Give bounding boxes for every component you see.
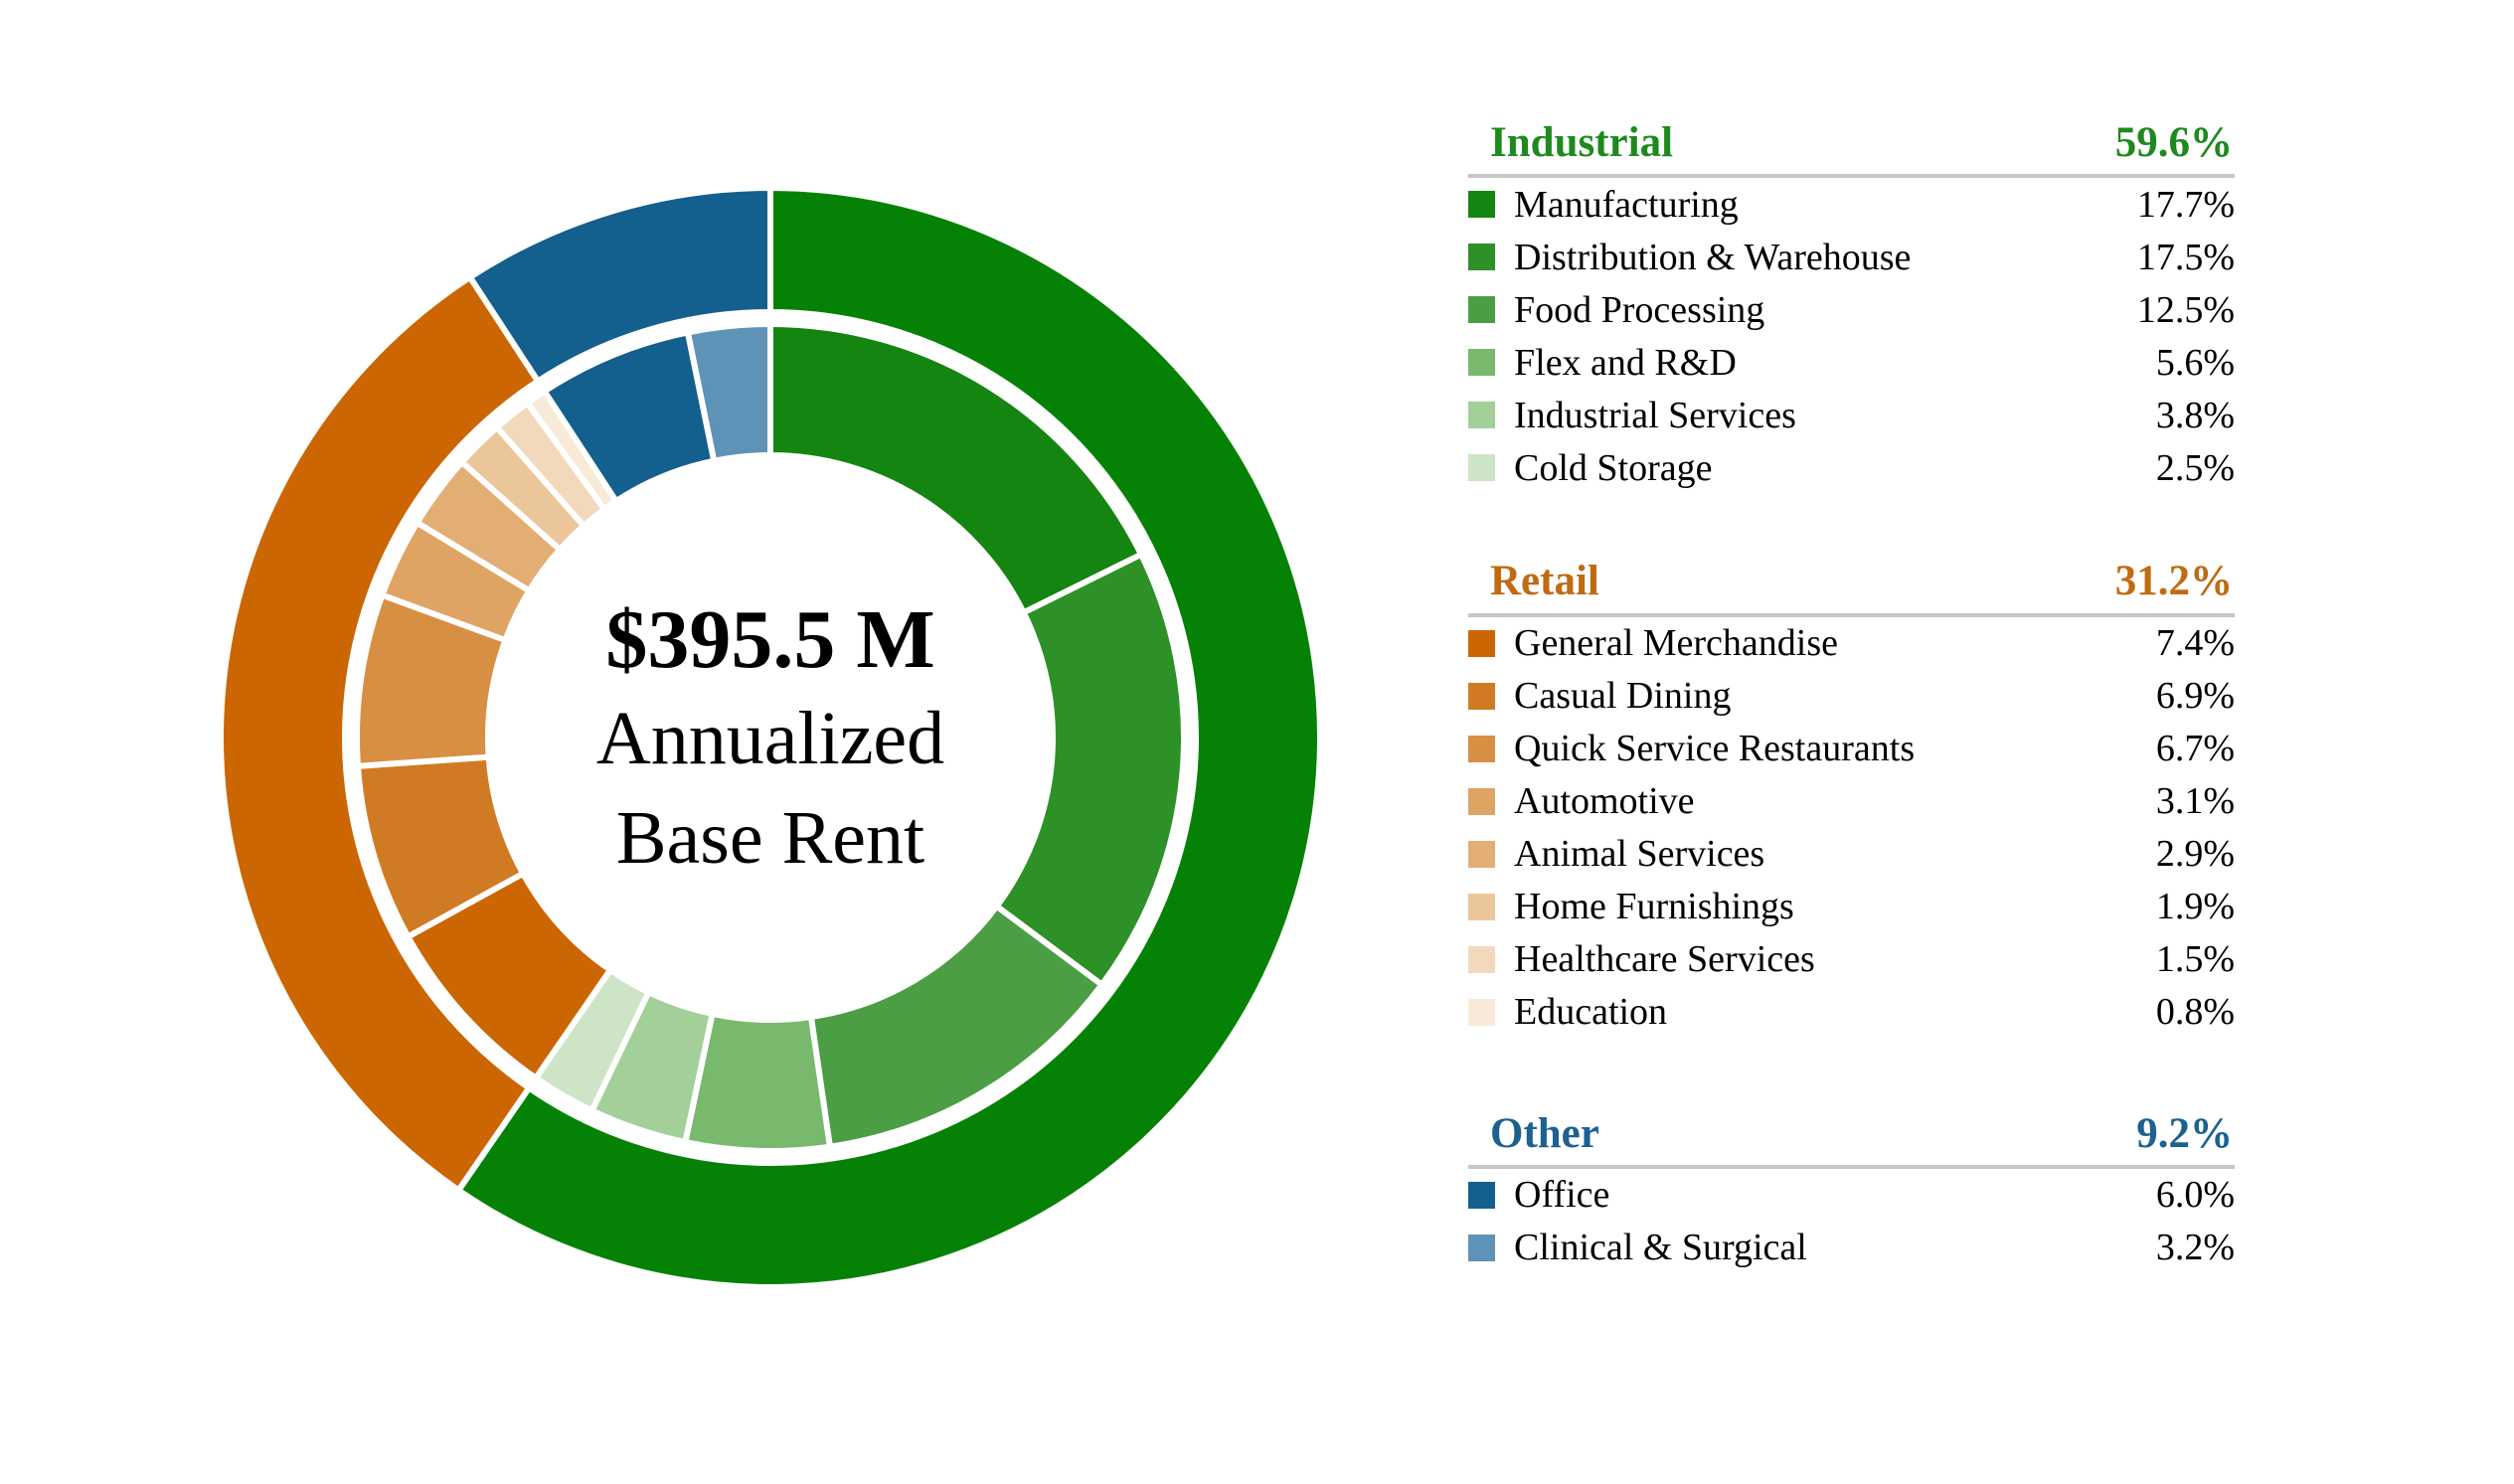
legend-row-industrial-services: Industrial Services 3.8%: [1468, 389, 2235, 441]
outer-segment-retail: [218, 273, 542, 1194]
legend-section-retail: Retail 31.2% General Merchandise 7.4% Casual…: [1468, 558, 2235, 1038]
legend-item-label: Automotive: [1514, 780, 1695, 823]
legend-row-distribution-warehouse: Distribution & Warehouse 17.5%: [1468, 231, 2235, 283]
legend-header-industrial: Industrial 59.6%: [1468, 119, 2235, 179]
legend-item-percent: 17.5%: [2136, 236, 2235, 278]
legend-item-percent: 2.9%: [2155, 833, 2235, 876]
legend-item-label: Education: [1514, 991, 1668, 1034]
legend-item-percent: 6.0%: [2155, 1174, 2235, 1217]
inner-segment-manufacturing: [767, 321, 1144, 616]
legend-color-swatch: [1468, 998, 1495, 1026]
legend-color-swatch: [1468, 682, 1495, 710]
legend-header-other: Other 9.2%: [1468, 1110, 2235, 1169]
legend-item-percent: 7.4%: [2155, 622, 2235, 665]
legend-item-label: Clinical & Surgical: [1514, 1227, 1807, 1269]
legend-item-percent: 0.8%: [2155, 991, 2235, 1034]
donut-chart: [218, 185, 1323, 1290]
inner-segment-clinical-surgical: [684, 321, 773, 464]
legend-row-clinical-surgical: Clinical & Surgical 3.2%: [1468, 1222, 2235, 1274]
legend-row-animal-services: Animal Services 2.9%: [1468, 828, 2235, 881]
group-total-percent: 9.2%: [2136, 1109, 2233, 1157]
legend-item-percent: 6.7%: [2155, 728, 2235, 770]
legend-row-manufacturing: Manufacturing 17.7%: [1468, 178, 2235, 231]
legend-item-percent: 1.5%: [2155, 938, 2235, 981]
outer-segment-industrial: [455, 185, 1323, 1290]
legend-item-percent: 3.2%: [2155, 1227, 2235, 1269]
group-name: Industrial: [1490, 119, 1674, 166]
legend-color-swatch: [1468, 787, 1495, 815]
legend-header-retail: Retail 31.2%: [1468, 558, 2235, 617]
group-total-percent: 59.6%: [2114, 119, 2233, 166]
legend-color-swatch: [1468, 735, 1495, 762]
legend-color-swatch: [1468, 244, 1495, 271]
donut-center-label: $395.5 M Annualized Base Rent: [422, 590, 1118, 889]
legend-row-healthcare-services: Healthcare Services 1.5%: [1468, 933, 2235, 986]
legend-item-label: Healthcare Services: [1514, 938, 1815, 981]
center-total-value: $395.5 M: [605, 593, 935, 686]
legend-item-label: General Merchandise: [1514, 622, 1839, 665]
legend-section-industrial: Industrial 59.6% Manufacturing 17.7% Distrib…: [1468, 119, 2235, 494]
legend-color-swatch: [1468, 191, 1495, 219]
legend-row-automotive: Automotive 3.1%: [1468, 775, 2235, 828]
legend-row-casual-dining: Casual Dining 6.9%: [1468, 670, 2235, 723]
group-name: Other: [1490, 1109, 1599, 1157]
legend-color-swatch: [1468, 402, 1495, 429]
outer-segment-other: [466, 185, 773, 385]
legend-item-label: Cold Storage: [1514, 446, 1713, 489]
legend-item-percent: 17.7%: [2136, 183, 2235, 226]
legend-row-home-furnishings: Home Furnishings 1.9%: [1468, 881, 2235, 933]
legend-color-swatch: [1468, 629, 1495, 657]
legend-row-education: Education 0.8%: [1468, 986, 2235, 1039]
legend-item-label: Home Furnishings: [1514, 886, 1794, 928]
legend-item-label: Casual Dining: [1514, 675, 1732, 718]
legend-row-food-processing: Food Processing 12.5%: [1468, 283, 2235, 336]
legend-row-quick-service-restaurants: Quick Service Restaurants 6.7%: [1468, 723, 2235, 775]
legend-row-office: Office 6.0%: [1468, 1169, 2235, 1222]
center-subtitle-line-2: Base Rent: [615, 796, 925, 881]
legend-row-general-merchandise: General Merchandise 7.4%: [1468, 617, 2235, 670]
legend-section-other: Other 9.2% Office 6.0% Clinical & Surgical 3.…: [1468, 1110, 2235, 1274]
legend-color-swatch: [1468, 893, 1495, 920]
legend-color-swatch: [1468, 296, 1495, 324]
legend-item-label: Food Processing: [1514, 288, 1765, 331]
legend-item-percent: 1.9%: [2155, 886, 2235, 928]
legend-item-label: Quick Service Restaurants: [1514, 728, 1916, 770]
group-name: Retail: [1490, 558, 1599, 605]
legend: Industrial 59.6% Manufacturing 17.7% Distrib…: [1468, 119, 2235, 1274]
legend-item-label: Manufacturing: [1514, 183, 1739, 226]
legend-color-swatch: [1468, 840, 1495, 868]
legend-row-flex-and-r-d: Flex and R&D 5.6%: [1468, 336, 2235, 389]
legend-item-percent: 6.9%: [2155, 675, 2235, 718]
legend-item-percent: 3.8%: [2155, 394, 2235, 436]
legend-color-swatch: [1468, 945, 1495, 973]
legend-item-percent: 2.5%: [2155, 446, 2235, 489]
legend-item-percent: 12.5%: [2136, 288, 2235, 331]
legend-row-cold-storage: Cold Storage 2.5%: [1468, 441, 2235, 494]
legend-color-swatch: [1468, 349, 1495, 377]
legend-color-swatch: [1468, 454, 1495, 482]
legend-item-label: Industrial Services: [1514, 394, 1796, 436]
legend-item-label: Animal Services: [1514, 833, 1765, 876]
legend-color-swatch: [1468, 1234, 1495, 1261]
legend-color-swatch: [1468, 1181, 1495, 1209]
legend-item-label: Flex and R&D: [1514, 341, 1737, 384]
legend-item-percent: 3.1%: [2155, 780, 2235, 823]
legend-item-percent: 5.6%: [2155, 341, 2235, 384]
legend-item-label: Office: [1514, 1174, 1610, 1217]
center-subtitle-line-1: Annualized: [595, 697, 945, 781]
group-total-percent: 31.2%: [2114, 558, 2233, 605]
legend-item-label: Distribution & Warehouse: [1514, 236, 1912, 278]
